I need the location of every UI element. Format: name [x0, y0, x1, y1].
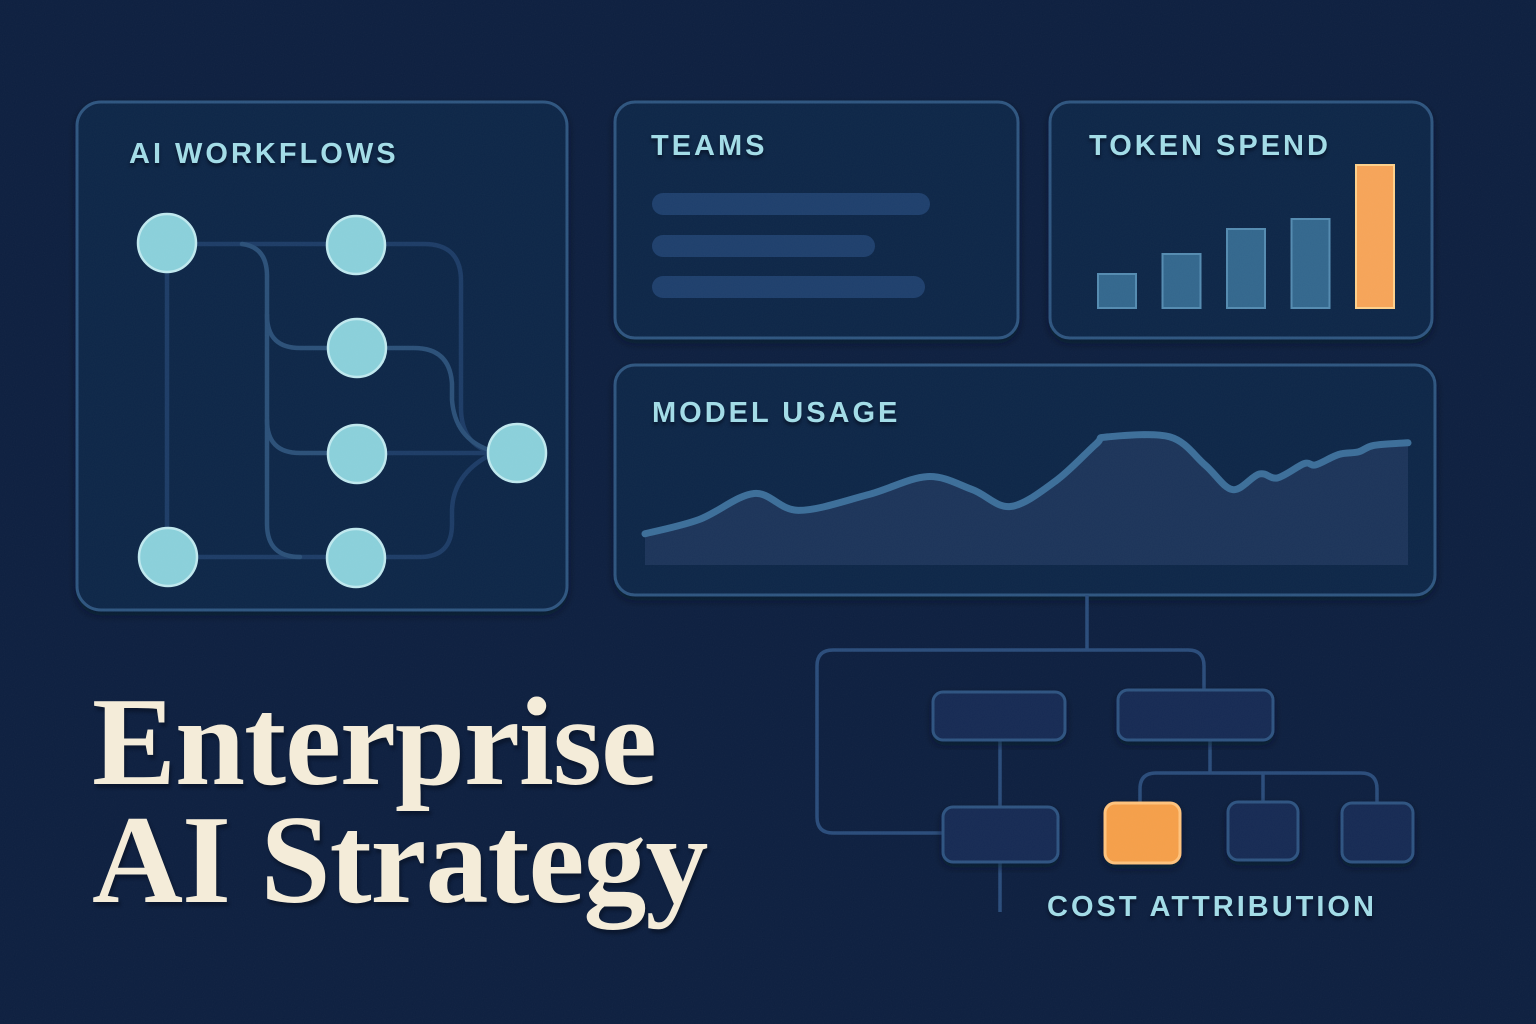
page-title-line1: Enterprise [92, 673, 657, 812]
token-spend-title: TOKEN SPEND [1089, 130, 1331, 162]
teams-title: TEAMS [651, 130, 768, 162]
cost-attribution-label: COST ATTRIBUTION [1047, 891, 1377, 923]
page-title-line2: AI Strategy [92, 791, 708, 930]
ai-workflows-title: AI WORKFLOWS [129, 138, 399, 170]
model-usage-title: MODEL USAGE [652, 397, 901, 429]
page-title: Enterprise AI Strategy [92, 673, 708, 930]
